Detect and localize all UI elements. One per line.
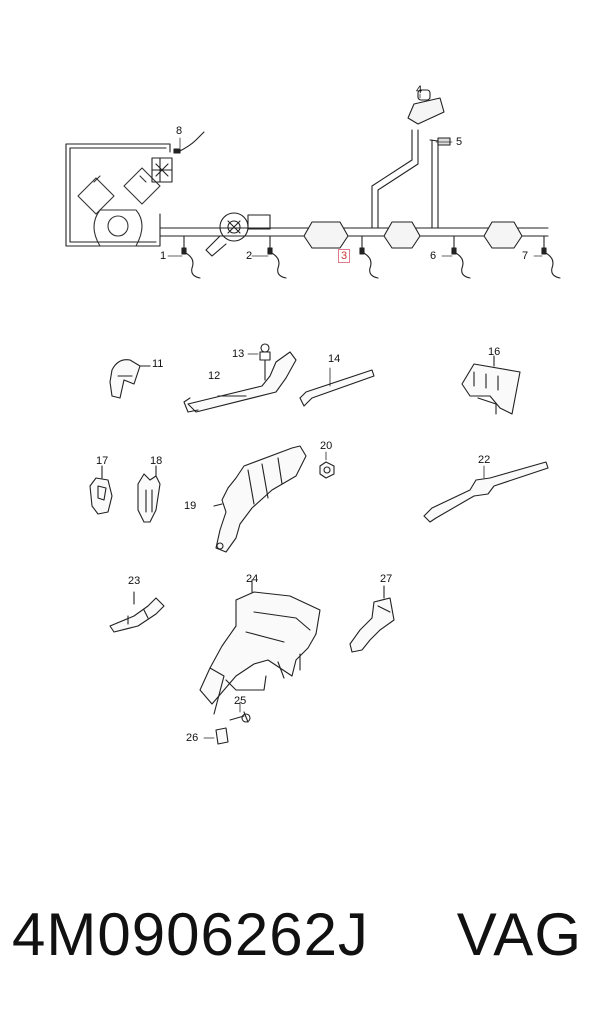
callout-22[interactable]: 22: [478, 454, 491, 466]
callout-25[interactable]: 25: [234, 695, 247, 707]
parts-row-1: [109, 343, 521, 415]
engine-outline: [65, 143, 171, 247]
parts-row-3: [109, 579, 395, 745]
callout-2[interactable]: 2: [246, 250, 253, 262]
callout-19[interactable]: 19: [184, 500, 197, 512]
callout-13[interactable]: 13: [232, 348, 245, 360]
callout-1[interactable]: 1: [160, 250, 167, 262]
callout-18[interactable]: 18: [150, 455, 163, 467]
callout-16[interactable]: 16: [488, 346, 501, 358]
engine-block-icon: [77, 167, 161, 247]
catalyst-3: [483, 221, 523, 249]
callout-17[interactable]: 17: [96, 455, 109, 467]
turbocharger-icon: [205, 212, 271, 257]
exhaust-pipe: [159, 227, 549, 237]
sensor-8-icon: [151, 131, 205, 183]
callout-6[interactable]: 6: [430, 250, 437, 262]
exhaust-schematic: [65, 89, 561, 279]
callout-26[interactable]: 26: [186, 732, 199, 744]
callout-23[interactable]: 23: [128, 575, 141, 587]
callout-7[interactable]: 7: [522, 250, 529, 262]
callout-3[interactable]: 3: [338, 249, 351, 263]
parts-diagram: [65, 89, 561, 745]
catalyst-1: [303, 221, 349, 249]
part-number: 4M0906262J: [12, 901, 369, 968]
callout-4[interactable]: 4: [416, 84, 423, 96]
part-footer: 4M0906262J VAG: [12, 900, 592, 980]
callout-5[interactable]: 5: [456, 136, 463, 148]
callout-27[interactable]: 27: [380, 573, 393, 585]
callout-8[interactable]: 8: [176, 125, 183, 137]
callout-12[interactable]: 12: [208, 370, 221, 382]
brand-label: VAG: [456, 901, 582, 968]
catalyst-2: [383, 221, 421, 249]
callout-20[interactable]: 20: [320, 440, 333, 452]
callout-11[interactable]: 11: [152, 358, 164, 370]
parts-row-2: [89, 445, 549, 553]
callout-24[interactable]: 24: [246, 573, 259, 585]
callout-14[interactable]: 14: [328, 353, 341, 365]
probes: [181, 235, 561, 279]
